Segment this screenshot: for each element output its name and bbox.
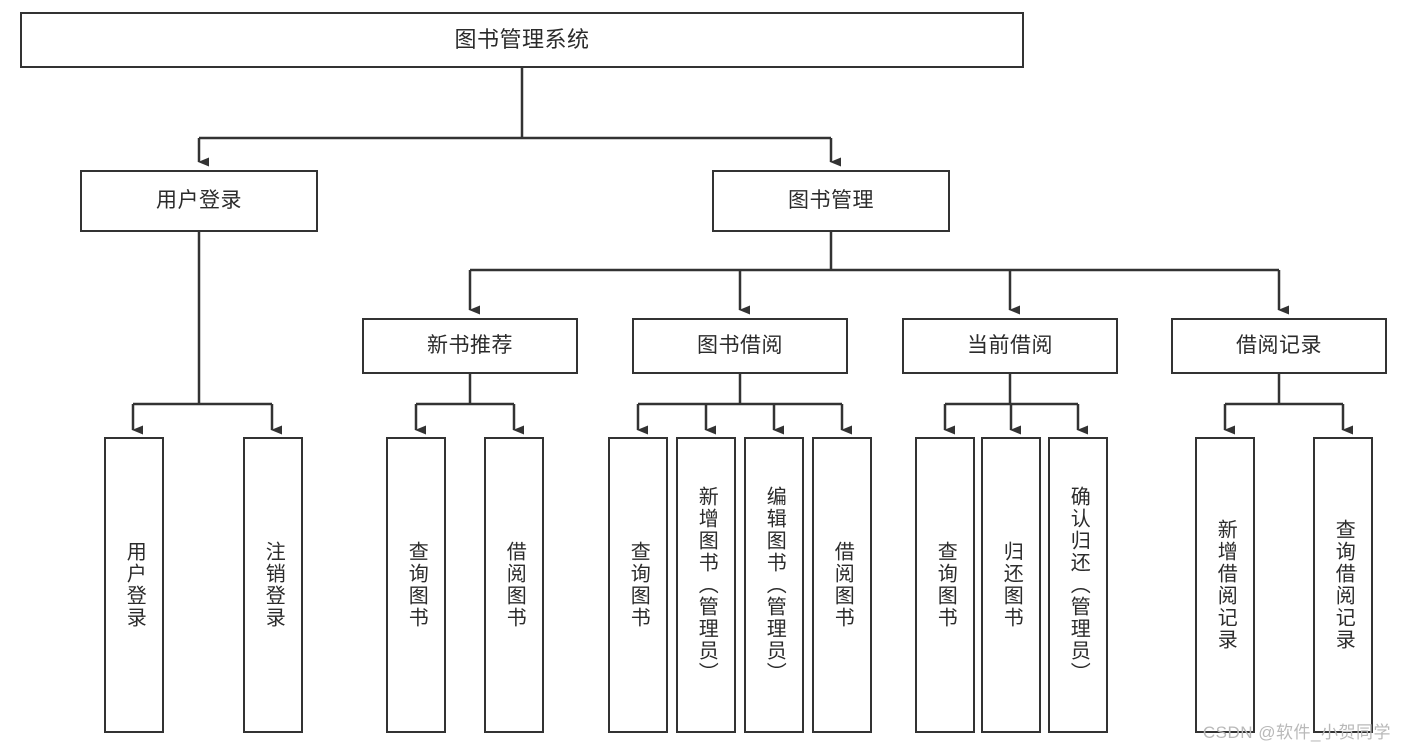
node-label: 注销登录 [262,541,285,629]
node-label: 图书借阅 [697,333,783,357]
node-label: 借阅图书 [831,541,854,629]
node-leaf-query-record[interactable]: 查询借阅记录 [1313,437,1373,733]
node-current-borrow[interactable]: 当前借阅 [902,318,1118,374]
node-leaf-add-book[interactable]: 新增图书（管理员） [676,437,736,733]
watermark-text: CSDN @软件_小贺同学 [1202,723,1391,742]
node-label: 借阅记录 [1236,333,1322,357]
node-label: 查询借阅记录 [1332,519,1355,651]
node-leaf-edit-book[interactable]: 编辑图书（管理员） [744,437,804,733]
node-leaf-return-book[interactable]: 归还图书 [981,437,1041,733]
node-label: 用户登录 [156,188,242,212]
node-label: 查询图书 [934,541,957,629]
node-label: 当前借阅 [967,333,1053,357]
node-leaf-query-book-1[interactable]: 查询图书 [386,437,446,733]
node-leaf-user-login[interactable]: 用户登录 [104,437,164,733]
node-leaf-logout-login[interactable]: 注销登录 [243,437,303,733]
node-label: 图书管理系统 [454,27,590,53]
node-book-borrow[interactable]: 图书借阅 [632,318,848,374]
node-label: 用户登录 [123,541,146,629]
node-leaf-query-book-2[interactable]: 查询图书 [608,437,668,733]
node-label: 归还图书 [1000,541,1023,629]
node-leaf-query-book-3[interactable]: 查询图书 [915,437,975,733]
node-label: 编辑图书（管理员） [763,486,786,684]
node-label: 新书推荐 [427,333,513,357]
node-leaf-confirm-return[interactable]: 确认归还（管理员） [1048,437,1108,733]
node-label: 图书管理 [788,188,874,212]
node-root-book-management-system[interactable]: 图书管理系统 [20,12,1024,68]
node-borrow-record[interactable]: 借阅记录 [1171,318,1387,374]
node-label: 新增借阅记录 [1214,519,1237,651]
node-leaf-borrow-book-1[interactable]: 借阅图书 [484,437,544,733]
node-label: 新增图书（管理员） [695,486,718,684]
node-label: 确认归还（管理员） [1067,486,1090,684]
node-label: 查询图书 [405,541,428,629]
node-new-book-recommend[interactable]: 新书推荐 [362,318,578,374]
node-user-login[interactable]: 用户登录 [80,170,318,232]
node-label: 借阅图书 [503,541,526,629]
node-book-manage[interactable]: 图书管理 [712,170,950,232]
node-label: 查询图书 [627,541,650,629]
node-leaf-add-record[interactable]: 新增借阅记录 [1195,437,1255,733]
node-leaf-borrow-book-2[interactable]: 借阅图书 [812,437,872,733]
